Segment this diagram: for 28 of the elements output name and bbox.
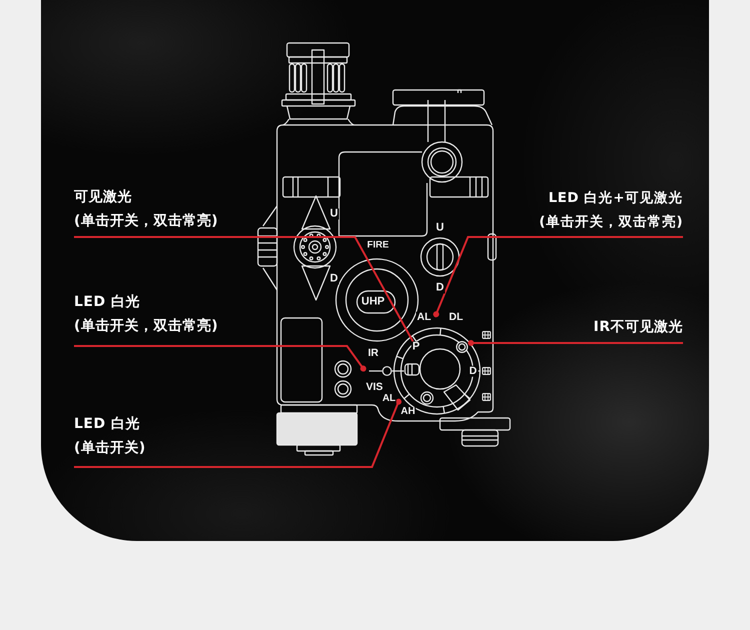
callout-note: (单击开关) [74, 439, 146, 458]
device-label: U [435, 222, 445, 234]
dial-label: DL [448, 312, 464, 322]
device-label: D [329, 274, 339, 284]
callout-title: LED 白光+可见激光 [548, 189, 683, 208]
leader-line [74, 345, 366, 372]
device-label: U [329, 208, 339, 220]
dial-label: AL [416, 312, 432, 322]
leader-line [74, 236, 414, 342]
device-label: D [435, 282, 445, 294]
leader-line [74, 398, 402, 468]
callout-title: 可见激光 [74, 188, 132, 207]
callout-title: LED 白光 [74, 293, 140, 312]
dial-label: P [411, 342, 421, 352]
callout-title: LED 白光 [74, 415, 140, 434]
switch-label: IR [367, 348, 380, 358]
leader-line [433, 236, 683, 318]
leader-line [468, 340, 683, 346]
callout-note: (单击开关，双击常亮) [74, 212, 218, 231]
device-label: UHP [360, 296, 386, 308]
switch-label: VIS [365, 382, 384, 392]
callout-title: IR不可见激光 [594, 318, 683, 337]
device-label: D [468, 366, 478, 376]
device-label: FIRE [366, 240, 390, 250]
dial-label: AL [381, 394, 397, 404]
callout-note: (单击开关，双击常亮) [74, 316, 218, 336]
callout-note: (单击开关，双击常亮) [539, 213, 683, 232]
dial-label: AH [400, 407, 416, 417]
